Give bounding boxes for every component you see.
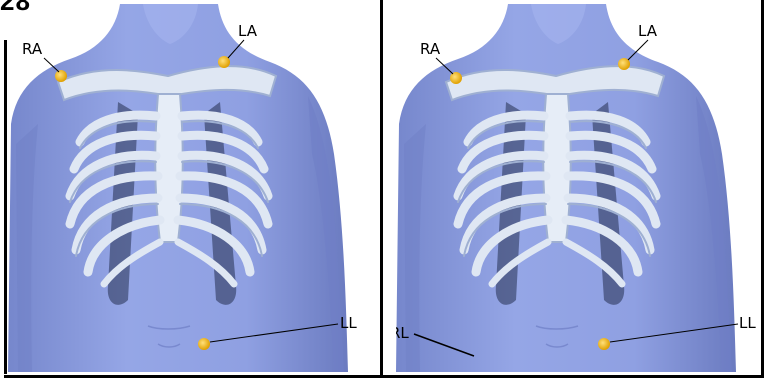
electrode-ra xyxy=(55,70,67,82)
left-border xyxy=(4,40,7,374)
electrode-ra xyxy=(450,72,462,84)
label-rl: RL xyxy=(396,324,409,342)
right-border xyxy=(761,0,764,378)
electrode-ll xyxy=(198,338,210,350)
panel-divider xyxy=(380,0,383,378)
label-la: LA xyxy=(238,22,258,40)
electrode-ll xyxy=(598,338,610,350)
torso-panel-5-lead: RA LA LL RL xyxy=(396,4,759,372)
label-la: LA xyxy=(638,22,658,40)
label-ll: LL xyxy=(739,314,756,332)
torso-panel-3-lead: RA LA LL xyxy=(8,4,371,372)
label-ra: RA xyxy=(22,40,43,58)
label-ra: RA xyxy=(420,40,441,58)
label-ll: LL xyxy=(340,314,357,332)
